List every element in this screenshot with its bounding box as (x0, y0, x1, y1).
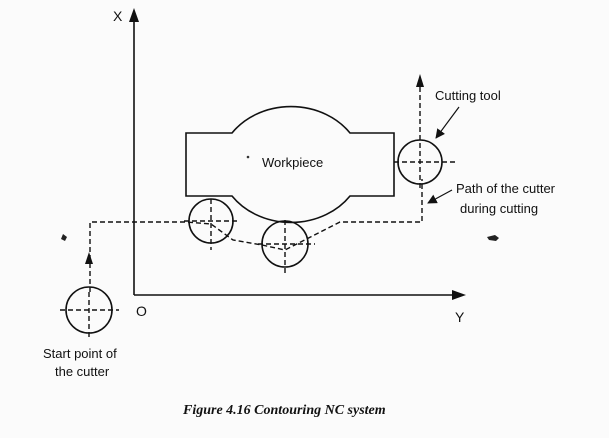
workpiece-label: Workpiece (262, 155, 323, 170)
start-cutter: Start point of the cutter (43, 252, 119, 379)
workpiece-outline (185, 105, 395, 224)
path-leader (427, 189, 453, 204)
cutting-tool: Cutting tool (394, 74, 501, 188)
start-direction-arrowhead (85, 252, 93, 264)
figure-caption: Figure 4.16 Contouring NC system (182, 403, 386, 418)
speck-left (61, 234, 67, 241)
y-axis-arrowhead (452, 290, 466, 300)
workpiece: Workpiece (185, 105, 395, 224)
start-label-line2: the cutter (55, 364, 110, 379)
start-label-line1: Start point of (43, 346, 117, 361)
cutter-position-2 (258, 220, 315, 274)
path-label-line2: during cutting (460, 201, 538, 216)
y-axis-label: Y (455, 309, 465, 325)
x-axis-label: X (113, 8, 123, 24)
coordinate-axes: X Y O (113, 8, 466, 325)
x-axis-arrowhead (129, 8, 139, 22)
cutting-tool-direction-arrowhead (416, 74, 424, 87)
origin-label: O (136, 303, 147, 319)
cutting-tool-leader (435, 106, 460, 139)
path-annotation: Path of the cutter during cutting (427, 181, 556, 216)
scan-specks (61, 155, 499, 241)
speck-right (487, 235, 499, 241)
cutter-position-1 (184, 198, 238, 250)
cutting-tool-label: Cutting tool (435, 88, 501, 103)
speck-workpiece (246, 155, 250, 159)
path-label-line1: Path of the cutter (456, 181, 556, 196)
cutter-path (89, 179, 423, 292)
